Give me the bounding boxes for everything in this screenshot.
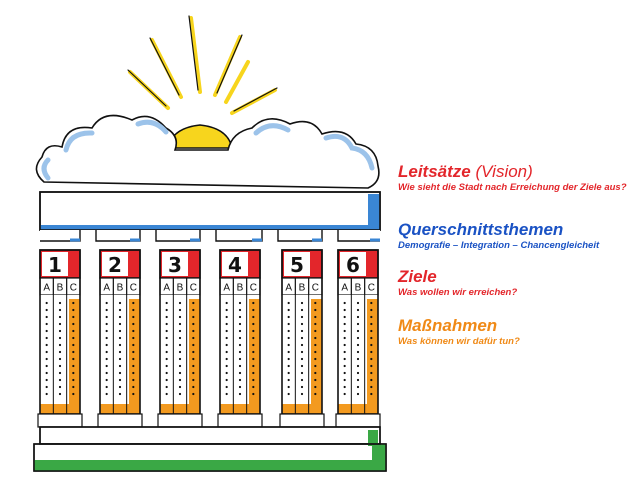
pillar-number: 1: [48, 253, 62, 277]
legend-massnahmen: Maßnahmen Was können wir dafür tun?: [398, 316, 520, 348]
sun-ray-outlines: [127, 15, 278, 112]
goal-letter: A: [163, 283, 170, 294]
number-box: [340, 252, 366, 276]
massnahmen-shade: [129, 299, 140, 414]
pillar-number: 3: [168, 253, 182, 277]
ziele-title: Ziele: [398, 267, 437, 286]
pillar-base: [97, 413, 143, 428]
pillar-base: [157, 413, 203, 428]
foundation-base: [33, 426, 387, 472]
querschnitt-title: Querschnittsthemen: [398, 220, 564, 239]
massnahmen-shade: [311, 299, 322, 414]
pillar-base: [279, 413, 325, 428]
massnahmen-foot: [220, 404, 260, 414]
leitsaetze-beam: [39, 191, 381, 231]
goal-letter: A: [285, 283, 292, 294]
number-box: [42, 252, 68, 276]
massnahmen-foot: [338, 404, 378, 414]
querschnitt-subtitle: Demografie – Integration – Chancengleich…: [398, 240, 600, 251]
pillar-base: [37, 413, 83, 428]
goal-letter: C: [130, 283, 137, 294]
legend-querschnitt: Querschnittsthemen Demografie – Integrat…: [398, 220, 599, 252]
ziele-subtitle: Was wollen wir erreichen?: [398, 287, 518, 298]
number-box: [222, 252, 248, 276]
pillar-base: [217, 413, 263, 428]
leitsaetze-title-suffix: (Vision): [475, 162, 533, 181]
goal-letter: C: [250, 283, 257, 294]
goal-letter: B: [299, 283, 306, 294]
goal-letter: A: [103, 283, 110, 294]
goal-letter: B: [177, 283, 184, 294]
leitsaetze-subtitle: Wie sieht die Stadt nach Erreichung der …: [398, 182, 627, 193]
pillar-number: 6: [346, 253, 360, 277]
massnahmen-foot: [282, 404, 322, 414]
goal-letter: C: [312, 283, 319, 294]
sun-rays: [128, 16, 277, 115]
massnahmen-shade: [189, 299, 200, 414]
massnahmen-title: Maßnahmen: [398, 316, 498, 335]
goal-letter: B: [355, 283, 362, 294]
massnahmen-foot: [160, 404, 200, 414]
number-box: [284, 252, 310, 276]
massnahmen-foot: [40, 404, 80, 414]
number-box: [162, 252, 188, 276]
massnahmen-shade: [69, 299, 80, 414]
legend-ziele: Ziele Was wollen wir erreichen?: [398, 267, 517, 299]
goal-letter: B: [237, 283, 244, 294]
leitsaetze-title: Leitsätze: [398, 162, 471, 181]
goal-letter: C: [70, 283, 77, 294]
cloud-icon: [35, 114, 380, 189]
goal-letter: B: [117, 283, 124, 294]
goal-letter: B: [57, 283, 64, 294]
number-box: [102, 252, 128, 276]
pillar-number: 5: [290, 253, 304, 277]
legend-leitsaetze: Leitsätze (Vision) Wie sieht die Stadt n…: [398, 162, 627, 194]
goal-letter: A: [43, 283, 50, 294]
massnahmen-shade: [367, 299, 378, 414]
goal-letter: A: [223, 283, 230, 294]
pillar-number: 2: [108, 253, 122, 277]
massnahmen-subtitle: Was können wir dafür tun?: [398, 336, 520, 347]
pillar-base: [335, 413, 381, 428]
massnahmen-shade: [249, 299, 260, 414]
pillar-number: 4: [228, 253, 242, 277]
sun-icon: [167, 124, 233, 149]
goal-letter: C: [368, 283, 375, 294]
massnahmen-foot: [100, 404, 140, 414]
querschnitt-band: [40, 230, 380, 242]
goal-letter: A: [341, 283, 348, 294]
goal-letter: C: [190, 283, 197, 294]
